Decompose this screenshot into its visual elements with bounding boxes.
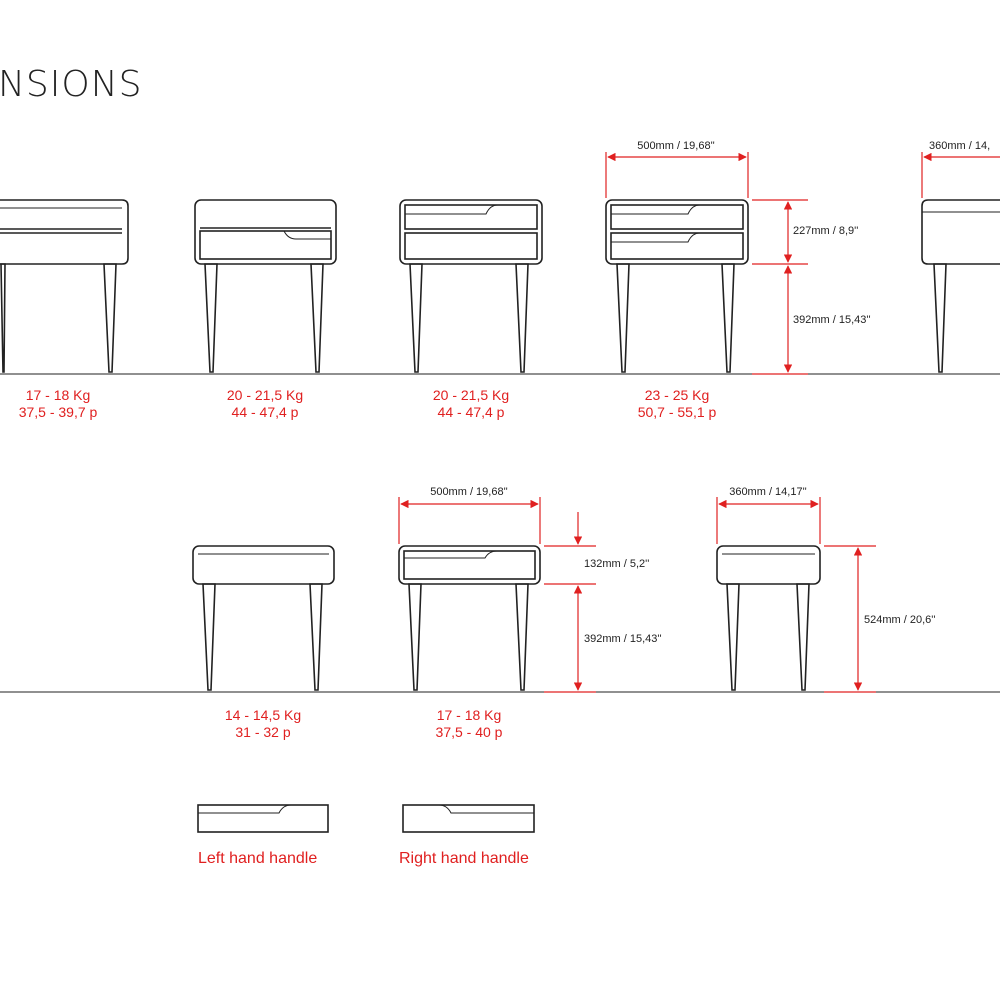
weight-lb-top-1: 37,5 - 39,7 p [19,404,98,420]
bottom-width-narrow-label: 360mm / 14,17'' [729,486,807,498]
nightstand-bottom-3 [716,545,821,691]
weight-kg-top-3: 20 - 21,5 Kg [433,387,509,403]
weight-kg-top-1: 17 - 18 Kg [26,387,91,403]
bottom-leg-height-label: 392mm / 15,43'' [584,633,662,645]
page-title: NSIONS [0,64,143,105]
left-hand-handle-label: Left hand handle [198,850,317,867]
weight-kg-top-2: 20 - 21,5 Kg [227,387,303,403]
bottom-total-height-label: 524mm / 20,6'' [864,614,935,626]
top-leg-height-label: 392mm / 15,43'' [793,314,871,326]
weight-lb-top-4: 50,7 - 55,1 p [638,404,717,420]
top-drawer-height-label: 227mm / 8,9'' [793,225,858,237]
top-width-narrow-label: 360mm / 14, [929,140,990,152]
bottom-width-wide-label: 500mm / 19,68'' [430,486,508,498]
nightstand-bottom-1 [192,545,335,691]
left-hand-handle-drawing [197,804,329,833]
nightstand-top-3 [399,199,543,373]
nightstand-top-1 [0,199,129,373]
nightstand-bottom-2 [398,545,541,691]
weight-lb-bottom-2: 37,5 - 40 p [436,724,503,740]
weight-kg-bottom-2: 17 - 18 Kg [437,707,502,723]
weight-lb-bottom-1: 31 - 32 p [235,724,290,740]
top-width-wide-label: 500mm / 19,68'' [637,140,715,152]
right-hand-handle-label: Right hand handle [399,850,529,867]
bottom-drawer-height-label: 132mm / 5,2'' [584,558,649,570]
weight-lb-top-3: 44 - 47,4 p [438,404,505,420]
right-hand-handle-drawing [402,804,535,833]
dimension-lines-top [605,152,1000,375]
nightstand-top-2 [194,199,337,373]
weight-kg-bottom-1: 14 - 14,5 Kg [225,707,301,723]
nightstand-top-4 [605,199,749,373]
nightstand-top-5 [921,199,1000,373]
dimension-lines-bottom [398,497,876,693]
weight-lb-top-2: 44 - 47,4 p [232,404,299,420]
weight-kg-top-4: 23 - 25 Kg [645,387,710,403]
